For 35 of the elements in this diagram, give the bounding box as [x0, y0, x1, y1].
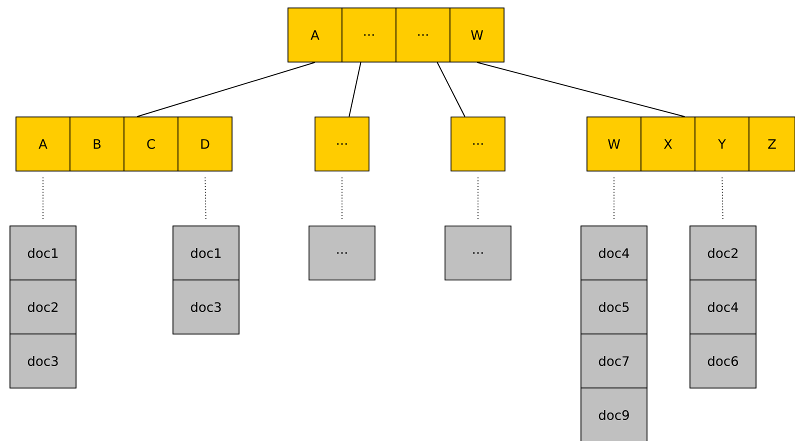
key-cell: Y	[694, 116, 750, 172]
connector-line	[436, 62, 466, 118]
key-cell: ...	[342, 8, 396, 62]
doc-cell: doc4	[690, 280, 756, 334]
doc-cell: ...	[444, 226, 512, 280]
doc-cell: doc5	[580, 280, 648, 334]
key-cell: W	[586, 116, 642, 172]
doc-cell: doc1	[172, 226, 240, 280]
doc-cell: doc2	[10, 280, 76, 334]
key-cell: X	[640, 116, 696, 172]
key-cell: A	[16, 116, 70, 172]
key-cell: B	[70, 116, 124, 172]
doc-cell: doc1	[10, 226, 76, 280]
key-cell: ...	[396, 8, 450, 62]
dotted-connector	[204, 176, 206, 220]
doc-cell: ...	[308, 226, 376, 280]
key-cell: Z	[748, 116, 795, 172]
doc-cell: doc3	[10, 334, 76, 388]
key-cell: C	[124, 116, 178, 172]
doc-cell: doc2	[690, 226, 756, 280]
key-cell: ...	[314, 116, 370, 172]
connector-line	[348, 62, 362, 118]
key-cell: A	[288, 8, 342, 62]
key-cell: D	[178, 116, 232, 172]
doc-cell: doc6	[690, 334, 756, 388]
dotted-connector	[42, 176, 44, 220]
connector-line	[476, 62, 686, 118]
doc-cell: doc9	[580, 388, 648, 441]
key-cell: ...	[450, 116, 506, 172]
doc-cell: doc7	[580, 334, 648, 388]
connector-line	[136, 62, 316, 118]
key-cell: W	[450, 8, 504, 62]
doc-cell: doc3	[172, 280, 240, 334]
doc-cell: doc4	[580, 226, 648, 280]
dotted-connector	[722, 176, 724, 220]
